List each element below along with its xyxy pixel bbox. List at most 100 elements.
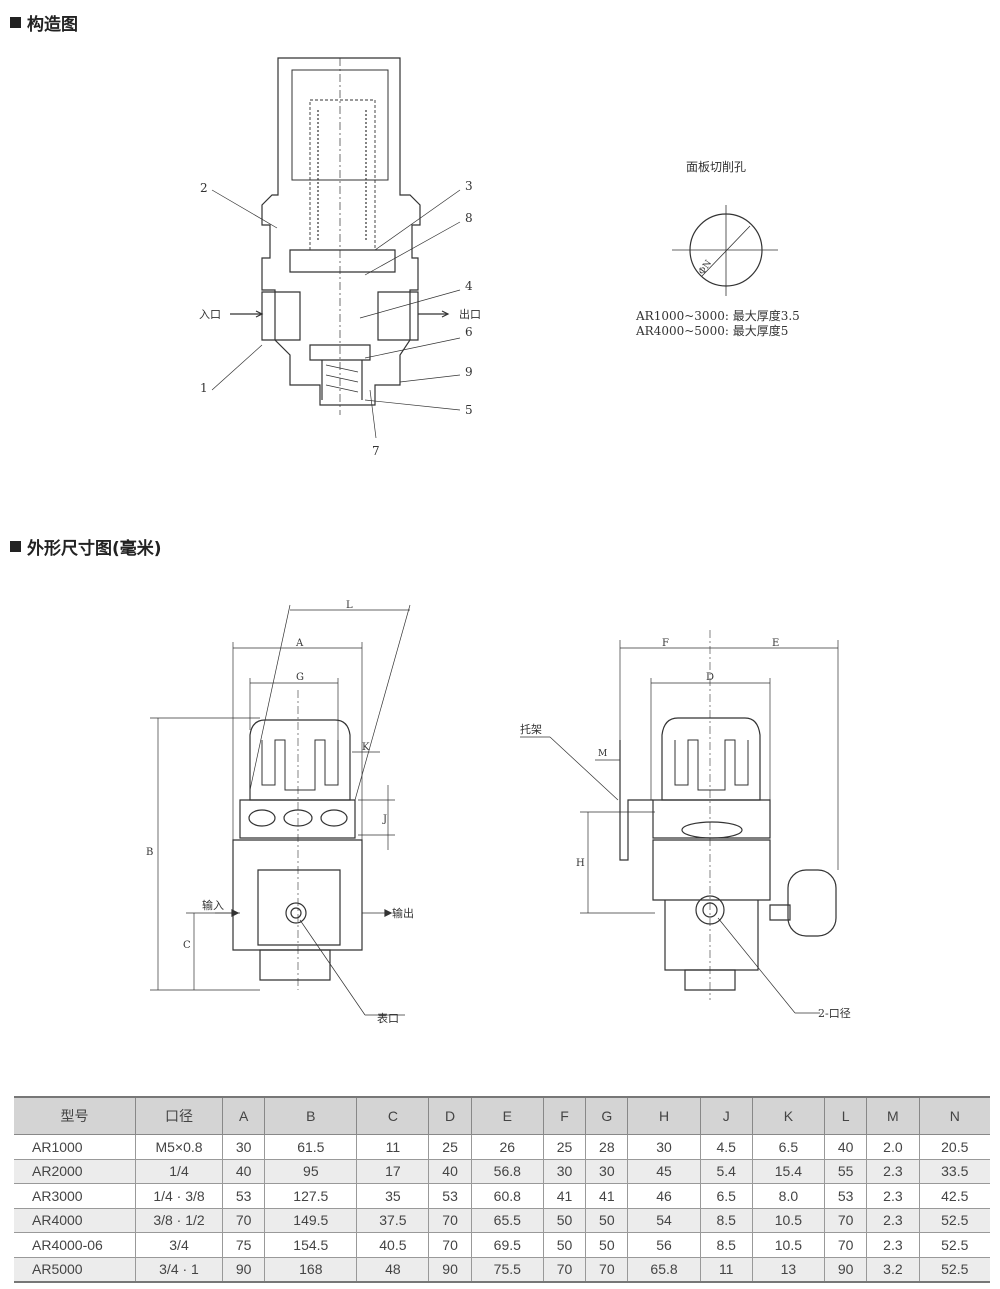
- table-cell: 30: [585, 1158, 629, 1184]
- table-cell: 75.5: [470, 1256, 544, 1283]
- table-cell: 41: [585, 1183, 629, 1209]
- table-cell: 50: [542, 1232, 587, 1258]
- table-cell: 37.5: [356, 1207, 430, 1233]
- part-number-1: 1: [200, 381, 208, 395]
- dim-H-label: H: [576, 858, 585, 869]
- table-cell: 2.3: [866, 1207, 920, 1233]
- table-cell: 40: [823, 1134, 868, 1160]
- thickness-note-1: AR1000~3000: 最大厚度3.5: [635, 308, 800, 323]
- dim-L-label: L: [346, 600, 353, 611]
- dim-D-label: D: [706, 672, 714, 683]
- table-cell: 4.5: [699, 1134, 753, 1160]
- model-cell: AR3000: [14, 1183, 136, 1209]
- table-cell: 11: [356, 1134, 430, 1160]
- table-cell: M5×0.8: [135, 1134, 223, 1160]
- table-cell: 65.5: [470, 1207, 544, 1233]
- table-cell: 55: [823, 1158, 868, 1184]
- dim-A-label: A: [295, 638, 304, 649]
- table-cell: 33.5: [918, 1158, 990, 1184]
- table-cell: 30: [221, 1134, 266, 1160]
- table-cell: 8.5: [699, 1232, 753, 1258]
- table-cell: 53: [428, 1183, 472, 1209]
- table-cell: 35: [356, 1183, 430, 1209]
- square-bullet-icon: [10, 541, 21, 552]
- model-cell: AR1000: [14, 1134, 136, 1160]
- model-cell: AR5000: [14, 1256, 136, 1283]
- model-cell: AR4000: [14, 1207, 136, 1233]
- thickness-note-2: AR4000~5000: 最大厚度5: [635, 323, 788, 338]
- table-cell: 53: [823, 1183, 868, 1209]
- outlet-label: 出口: [459, 307, 481, 321]
- column-header: B: [264, 1096, 358, 1135]
- column-header: F: [542, 1096, 587, 1135]
- table-header-row: 型号 口径 A B C D E F G H J K L M N: [14, 1096, 990, 1135]
- dimension-title: 外形尺寸图(毫米): [27, 539, 162, 559]
- table-cell: 26: [470, 1134, 544, 1160]
- table-cell: 3/4: [135, 1232, 223, 1258]
- table-cell: 50: [585, 1232, 629, 1258]
- table-cell: 56: [627, 1232, 701, 1258]
- table-cell: 40: [221, 1158, 266, 1184]
- table-cell: 42.5: [918, 1183, 990, 1209]
- table-cell: 70: [823, 1207, 868, 1233]
- structure-title: 构造图: [27, 15, 78, 35]
- column-header: M: [866, 1096, 920, 1135]
- column-header: N: [918, 1096, 990, 1135]
- column-header: K: [751, 1096, 825, 1135]
- table-cell: 70: [542, 1256, 587, 1283]
- table-cell: 17: [356, 1158, 430, 1184]
- table-cell: 90: [221, 1256, 266, 1283]
- table-cell: 8.5: [699, 1207, 753, 1233]
- table-cell: 2.3: [866, 1158, 920, 1184]
- table-cell: 70: [428, 1207, 472, 1233]
- dim-B-label: B: [146, 847, 153, 858]
- table-cell: 52.5: [918, 1256, 990, 1283]
- model-cell: AR4000-06: [14, 1232, 136, 1258]
- table-cell: 46: [627, 1183, 701, 1209]
- front-view-diagram: L A G K J B C 输入 输出 表口: [146, 600, 414, 1025]
- table-cell: 10.5: [751, 1207, 825, 1233]
- table-cell: 70: [823, 1232, 868, 1258]
- inlet-label: 入口: [199, 308, 221, 321]
- table-cell: 20.5: [918, 1134, 990, 1160]
- panel-cutout-diagram: 面板切削孔 ΦN AR1000~3000: 最大厚度3.5 AR4000~500…: [635, 160, 800, 338]
- table-cell: 13: [751, 1256, 825, 1283]
- output-label: 输出: [392, 906, 414, 920]
- table-cell: 65.8: [627, 1256, 701, 1283]
- table-cell: 69.5: [470, 1232, 544, 1258]
- table-cell: 54: [627, 1207, 701, 1233]
- table-cell: 70: [585, 1256, 629, 1283]
- square-bullet-icon: [10, 17, 21, 28]
- table-cell: 3/4 · 1: [135, 1256, 223, 1283]
- bracket-label: 托架: [520, 722, 542, 736]
- dim-M-label: M: [598, 749, 607, 759]
- table-cell: 11: [699, 1256, 753, 1283]
- model-cell: AR2000: [14, 1158, 136, 1184]
- table-cell: 3/8 · 1/2: [135, 1207, 223, 1233]
- table-cell: 5.4: [699, 1158, 753, 1184]
- table-cell: 10.5: [751, 1232, 825, 1258]
- table-cell: 154.5: [264, 1232, 358, 1258]
- column-header: L: [823, 1096, 868, 1135]
- part-number-3: 3: [465, 179, 473, 193]
- table-cell: 28: [585, 1134, 629, 1160]
- column-header: 口径: [135, 1096, 223, 1135]
- side-view-diagram: F E D M H 托架 2-口径: [520, 630, 851, 1020]
- table-cell: 30: [627, 1134, 701, 1160]
- table-cell: 6.5: [751, 1134, 825, 1160]
- column-header: D: [428, 1096, 472, 1135]
- table-cell: 70: [428, 1232, 472, 1258]
- table-cell: 6.5: [699, 1183, 753, 1209]
- table-cell: 90: [428, 1256, 472, 1283]
- part-number-7: 7: [372, 444, 380, 458]
- table-cell: 1/4: [135, 1158, 223, 1184]
- table-cell: 2.0: [866, 1134, 920, 1160]
- table-cell: 52.5: [918, 1232, 990, 1258]
- dim-G-label: G: [296, 672, 304, 683]
- column-header: G: [585, 1096, 629, 1135]
- part-number-9: 9: [465, 365, 473, 379]
